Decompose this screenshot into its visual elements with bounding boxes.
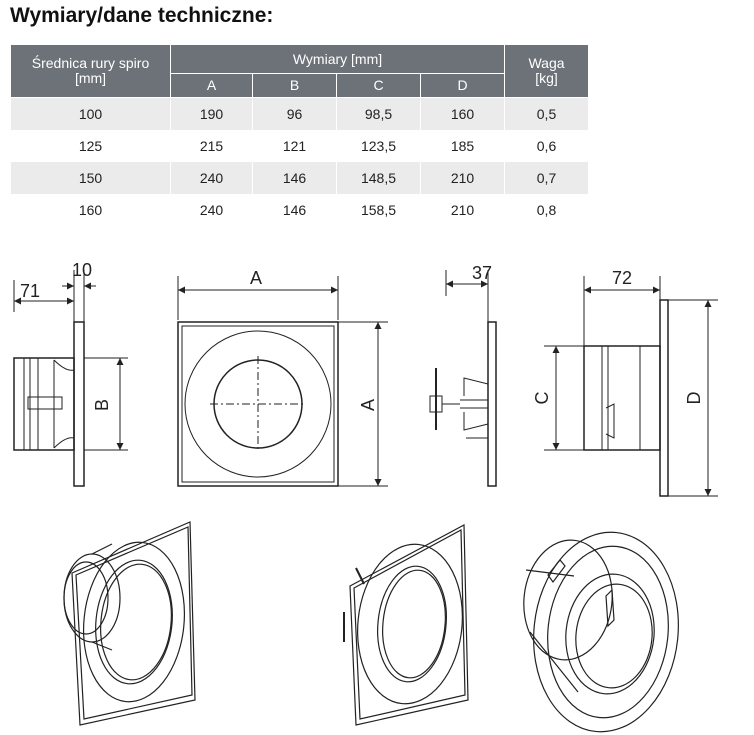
table-cell: 146 <box>252 162 337 194</box>
dim-a-side-label: A <box>358 399 378 411</box>
dim-72-label: 72 <box>612 268 632 288</box>
dim-c-label: C <box>532 392 552 405</box>
table-cell: 0,5 <box>504 97 589 130</box>
header-dimensions: Wymiary [mm] <box>170 44 505 74</box>
table-cell: 185 <box>420 130 505 162</box>
isometric-view-1-drawing <box>63 521 196 726</box>
table-row: 150 240 146 148,5 210 0,7 <box>10 162 589 194</box>
header-d: D <box>420 73 505 98</box>
table-cell: 190 <box>170 97 253 130</box>
table-row: 160 240 146 158,5 210 0,8 <box>10 194 589 226</box>
side-view-drawing <box>13 270 128 487</box>
table-cell: 150 <box>10 162 171 194</box>
dim-d-label: D <box>684 392 704 405</box>
table-cell: 160 <box>420 97 505 130</box>
table-cell: 96 <box>252 97 337 130</box>
table-cell: 240 <box>170 194 253 226</box>
table-cell: 0,7 <box>504 162 589 194</box>
header-c: C <box>336 73 421 98</box>
table-cell: 148,5 <box>336 162 421 194</box>
header-a: A <box>170 73 253 98</box>
table-cell: 0,6 <box>504 130 589 162</box>
dim-71-label: 71 <box>20 281 40 301</box>
spec-table: Średnica rury spiro [mm] Wymiary [mm] Wa… <box>10 44 589 226</box>
dim-37-label: 37 <box>472 263 492 283</box>
table-cell: 210 <box>420 162 505 194</box>
table-cell: 240 <box>170 162 253 194</box>
dim-10-label: 10 <box>72 260 92 280</box>
table-cell: 210 <box>420 194 505 226</box>
side-view-2-drawing <box>429 270 497 487</box>
header-weight: Waga [kg] <box>504 44 589 98</box>
dim-b-label: B <box>92 399 112 411</box>
table-cell: 125 <box>10 130 171 162</box>
side-view-3-drawing <box>544 276 718 497</box>
table-row: 100 190 96 98,5 160 0,5 <box>10 97 589 130</box>
table-cell: 100 <box>10 97 171 130</box>
front-view-drawing <box>177 276 388 487</box>
table-cell: 215 <box>170 130 253 162</box>
isometric-view-3-drawing <box>523 531 679 733</box>
table-cell: 98,5 <box>336 97 421 130</box>
header-b: B <box>252 73 337 98</box>
table-row: 125 215 121 123,5 185 0,6 <box>10 130 589 162</box>
table-cell: 160 <box>10 194 171 226</box>
isometric-view-2-drawing <box>343 524 469 726</box>
page-title: Wymiary/dane techniczne: <box>10 4 274 27</box>
table-cell: 0,8 <box>504 194 589 226</box>
dim-a-top-label: A <box>250 268 262 288</box>
table-cell: 158,5 <box>336 194 421 226</box>
